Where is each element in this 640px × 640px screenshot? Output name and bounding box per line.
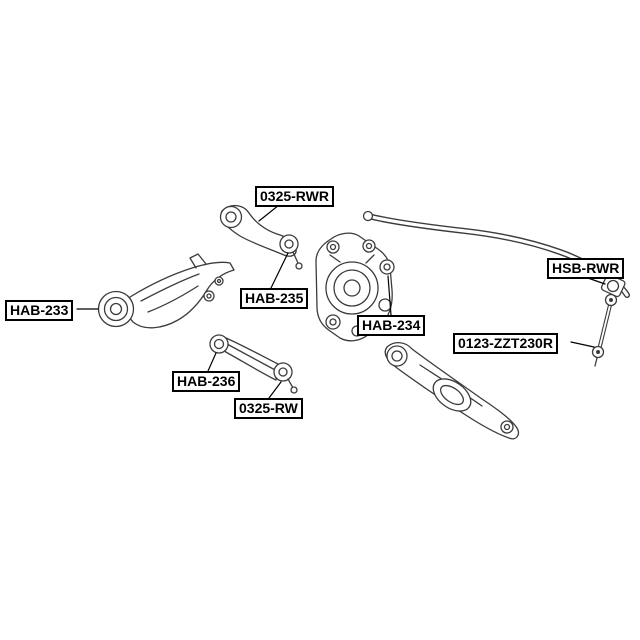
stabilizer-bar-drawing: [362, 210, 630, 298]
trailing-arm-drawing: [97, 253, 235, 329]
part-label-hab-234[interactable]: HAB-234: [357, 315, 426, 336]
part-label-hab-236[interactable]: HAB-236: [172, 371, 241, 392]
part-label-hab-233[interactable]: HAB-233: [5, 300, 74, 321]
part-label-0123-zzt230r[interactable]: 0123-ZZT230R: [453, 333, 558, 354]
rear-lower-arm-drawing: [384, 342, 520, 440]
leader-lines: [76, 204, 606, 399]
stabilizer-link-drawing: [591, 293, 618, 367]
knuckle-drawing: [315, 232, 395, 342]
upper-control-arm-drawing: [219, 204, 303, 270]
part-label-0325-rwr[interactable]: 0325-RWR: [255, 186, 334, 207]
part-label-hsb-rwr[interactable]: HSB-RWR: [547, 258, 625, 279]
part-label-0325-rw[interactable]: 0325-RW: [234, 398, 303, 419]
stabilizer-bushing-bracket-drawing: [600, 273, 626, 298]
part-label-hab-235[interactable]: HAB-235: [240, 288, 309, 309]
front-lower-arm-drawing: [209, 334, 298, 394]
